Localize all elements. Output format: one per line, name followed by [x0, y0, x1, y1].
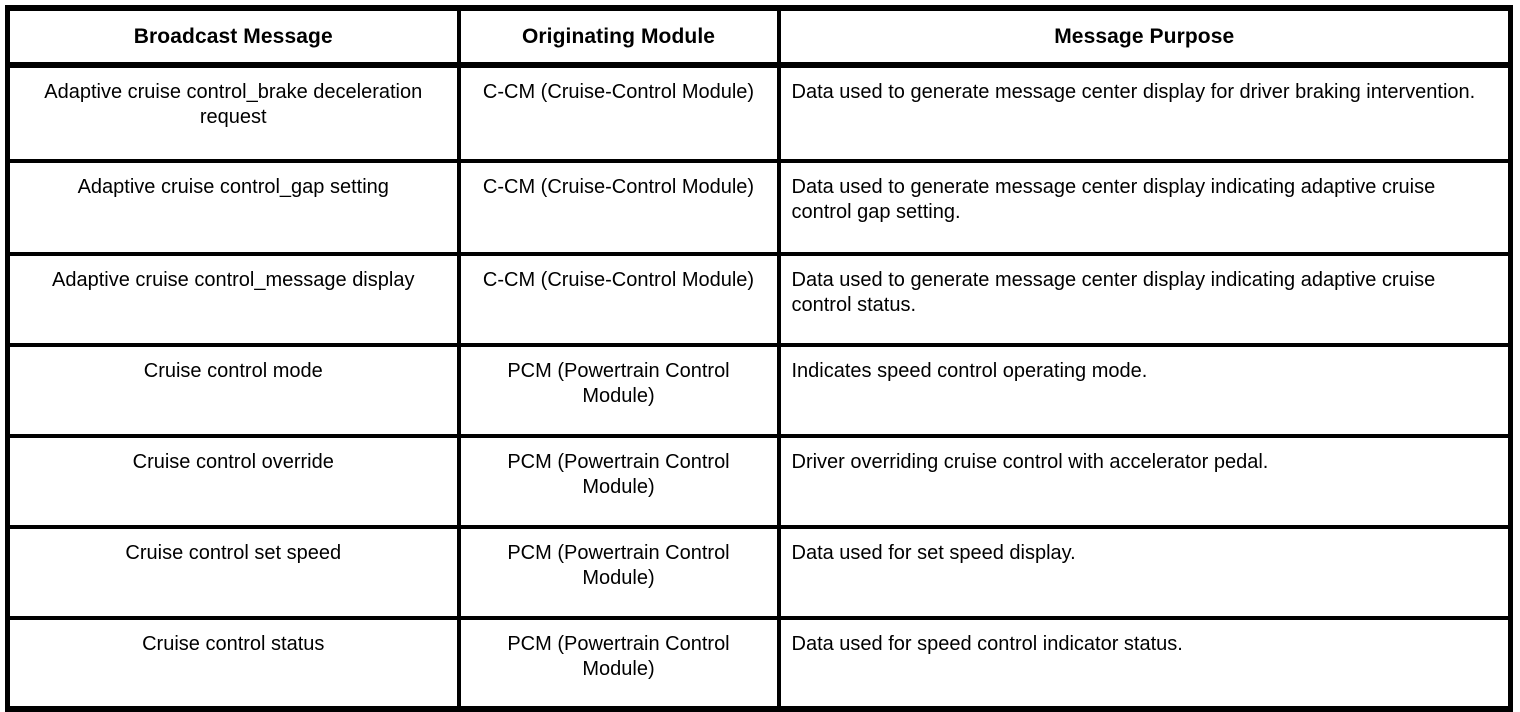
- cell-originating-module: PCM (Powertrain Control Module): [458, 436, 781, 529]
- table-header: Broadcast Message Originating Module Mes…: [7, 8, 1511, 68]
- table-row: Cruise control status PCM (Powertrain Co…: [7, 618, 1511, 709]
- cell-message-purpose: Indicates speed control operating mode.: [778, 345, 1511, 438]
- cell-message-purpose: Data used for set speed display.: [778, 527, 1511, 620]
- document-page: Broadcast Message Originating Module Mes…: [5, 5, 1513, 712]
- cell-originating-module: C-CM (Cruise-Control Module): [458, 161, 781, 256]
- cell-broadcast-message: Cruise control status: [7, 618, 461, 709]
- cell-message-purpose: Data used to generate message center dis…: [778, 254, 1511, 347]
- table-row: Cruise control set speed PCM (Powertrain…: [7, 527, 1511, 620]
- cell-originating-module: PCM (Powertrain Control Module): [458, 527, 781, 620]
- column-header-message-purpose: Message Purpose: [778, 8, 1511, 68]
- cell-message-purpose: Data used to generate message center dis…: [778, 161, 1511, 256]
- cell-message-purpose: Data used to generate message center dis…: [778, 65, 1511, 163]
- column-header-originating-module: Originating Module: [458, 8, 781, 68]
- cell-originating-module: C-CM (Cruise-Control Module): [458, 254, 781, 347]
- table-body: Adaptive cruise control_brake decelerati…: [7, 65, 1511, 709]
- table-row: Adaptive cruise control_brake decelerati…: [7, 65, 1511, 163]
- table-header-row: Broadcast Message Originating Module Mes…: [7, 8, 1511, 68]
- table-row: Cruise control override PCM (Powertrain …: [7, 436, 1511, 529]
- table-row: Adaptive cruise control_message display …: [7, 254, 1511, 347]
- cell-broadcast-message: Cruise control override: [7, 436, 461, 529]
- table-row: Adaptive cruise control_gap setting C-CM…: [7, 161, 1511, 256]
- column-header-broadcast-message: Broadcast Message: [7, 8, 461, 68]
- cell-originating-module: PCM (Powertrain Control Module): [458, 618, 781, 709]
- cell-message-purpose: Data used for speed control indicator st…: [791, 633, 1183, 655]
- cell-originating-module: C-CM (Cruise-Control Module): [458, 65, 781, 163]
- table-row: Cruise control mode PCM (Powertrain Cont…: [7, 345, 1511, 438]
- cell-broadcast-message: Cruise control mode: [7, 345, 461, 438]
- cell-broadcast-message: Cruise control set speed: [7, 527, 461, 620]
- cell-broadcast-message: Adaptive cruise control_gap setting: [7, 161, 461, 256]
- cell-originating-module: PCM (Powertrain Control Module): [458, 345, 781, 438]
- cell-broadcast-message: Adaptive cruise control_brake decelerati…: [7, 65, 461, 163]
- cell-broadcast-message: Adaptive cruise control_message display: [7, 254, 461, 347]
- cell-message-purpose: Driver overriding cruise control with ac…: [778, 436, 1511, 529]
